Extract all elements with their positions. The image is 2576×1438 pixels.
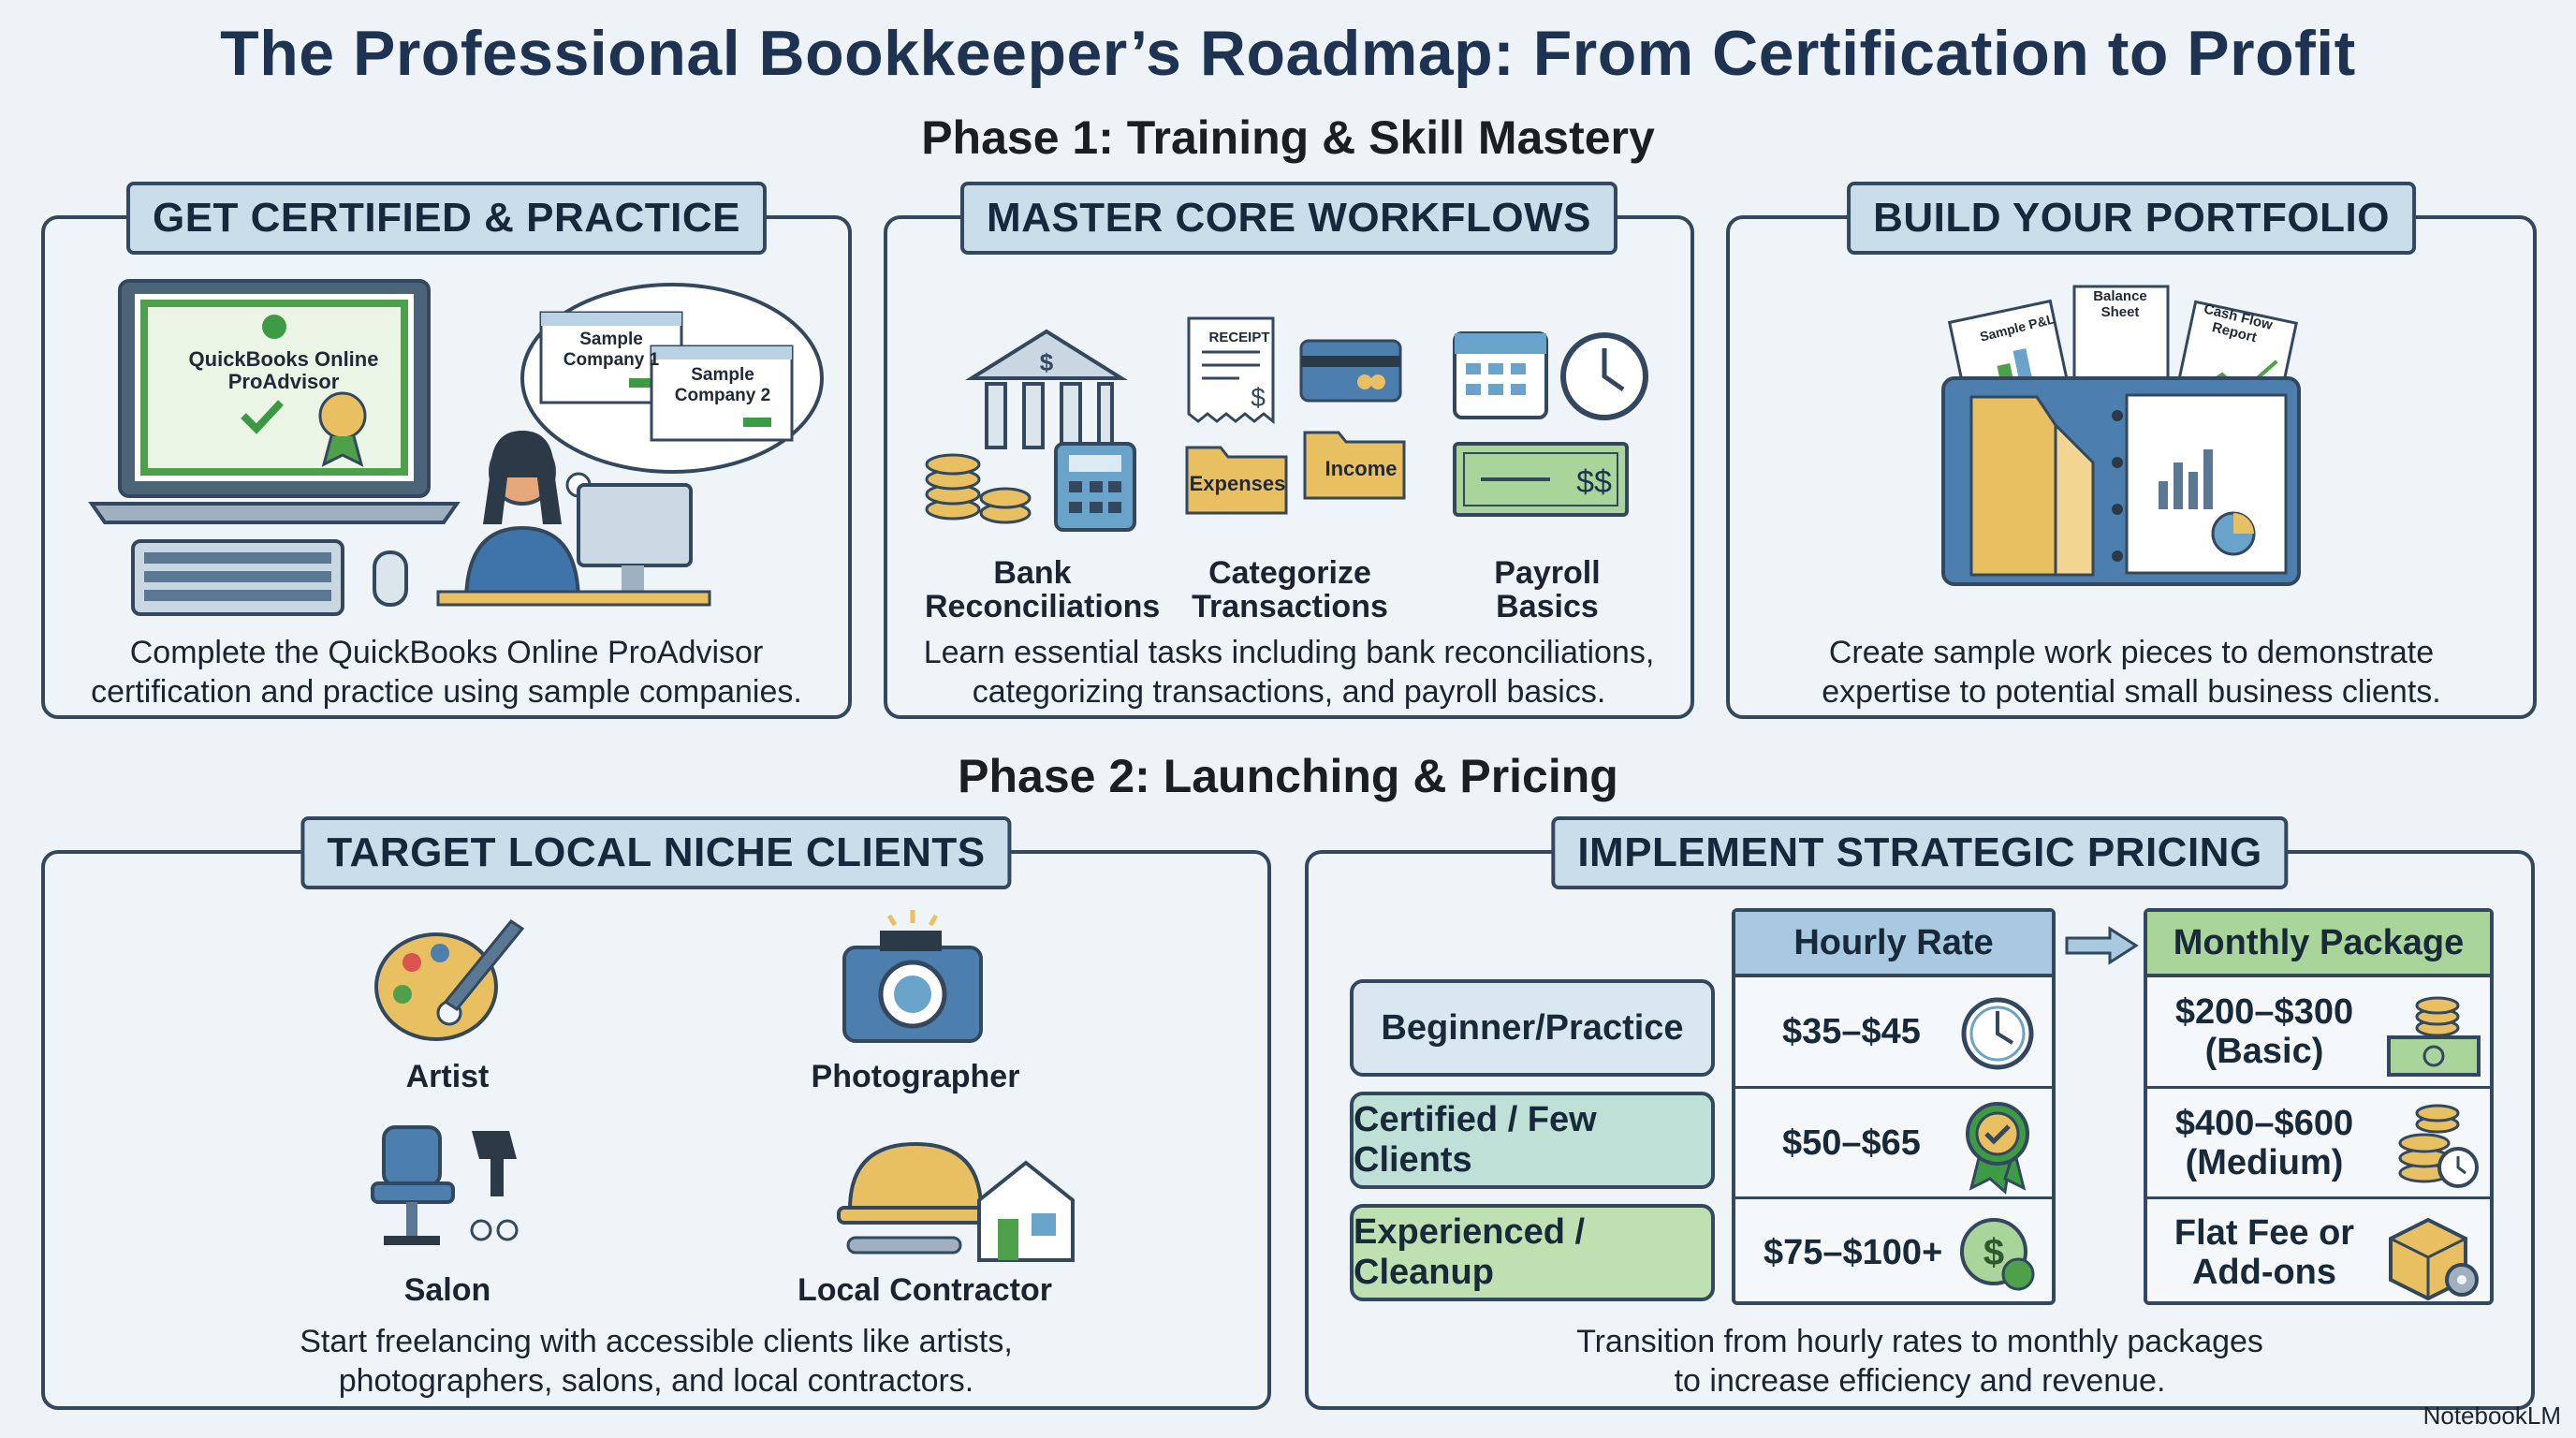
camera-icon [842, 910, 983, 1043]
monthly-addons: Add-ons [2191, 1252, 2337, 1292]
clock-icon [1961, 997, 2034, 1070]
panel-core-workflows: MASTER CORE WORKFLOWS $ $ RECEIPT Expens… [884, 182, 1694, 719]
svg-text:$: $ [1983, 1232, 2004, 1273]
hourly-rate-experienced: $75–$100+ [1764, 1232, 1943, 1272]
panel-header: TARGET LOCAL NICHE CLIENTS [300, 816, 1012, 889]
hourly-rate-certified: $50–$65 [1782, 1123, 1921, 1163]
folder-income-label: Income [1325, 457, 1398, 480]
laptop-icon [88, 279, 461, 524]
panel-description-line-1: Learn essential tasks including bank rec… [923, 635, 1655, 670]
salon-chair-icon [371, 1125, 519, 1245]
client-photographer: Photographer [811, 1059, 1020, 1094]
panel-header: MASTER CORE WORKFLOWS [959, 182, 1618, 255]
panel-description-line-2: to increase efficiency and revenue. [1674, 1363, 2166, 1399]
keyboard-icon [131, 539, 408, 616]
panel-description-line-2: categorizing transactions, and payroll b… [972, 674, 1606, 710]
sample-company-2: Sample Company 2 [674, 365, 771, 405]
svg-text:$: $ [1040, 348, 1054, 376]
proadvisor-certificate-text: QuickBooks Online ProAdvisor [188, 347, 379, 393]
coins-clock-icon [2398, 1104, 2479, 1188]
panel-description-line-1: Complete the QuickBooks Online ProAdviso… [129, 635, 764, 670]
doc-balance-sheet: Balance Sheet [2093, 288, 2147, 320]
client-local-contractor: Local Contractor [797, 1272, 1053, 1308]
sample-company-1: Sample Company 1 [563, 330, 660, 370]
certified-badge-icon [1966, 1102, 2029, 1195]
thought-bubble [520, 283, 824, 498]
panel-header: IMPLEMENT STRATEGIC PRICING [1551, 816, 2289, 889]
hourly-row: $35–$45 [1735, 977, 2052, 1086]
monthly-package-header: Monthly Package [2147, 912, 2490, 977]
phase-1-heading: Phase 1: Training & Skill Mastery [921, 111, 1655, 164]
tier-experienced: Experienced / Cleanup [1350, 1204, 1715, 1301]
client-artist: Artist [405, 1059, 490, 1094]
payroll-icon [1453, 331, 1648, 517]
panel-description-line-2: expertise to potential small business cl… [1822, 674, 2441, 710]
label-bank-reconciliations: Bank Reconciliations [925, 555, 1161, 624]
monthly-flat-fee: Flat Fee or [2174, 1212, 2355, 1253]
receipt-label: RECEIPT [1208, 330, 1270, 345]
cash-icon [2387, 996, 2481, 1077]
monthly-basic-price: $200–$300 [2174, 992, 2354, 1032]
monthly-row: Flat Fee or Add-ons [2147, 1196, 2490, 1305]
label-payroll-basics: Payroll Basics [1494, 555, 1601, 624]
panel-build-portfolio: BUILD YOUR PORTFOLIO Sample P&L Balance … [1726, 182, 2537, 719]
money-growth-icon: $ [1960, 1218, 2035, 1291]
arrow-right-icon [2065, 926, 2139, 965]
hourly-row: $75–$100+ $ [1735, 1196, 2052, 1305]
panel-description-line-1: Start freelancing with accessible client… [300, 1324, 1013, 1359]
monthly-medium-price: $400–$600 [2174, 1103, 2354, 1143]
hourly-rate-header: Hourly Rate [1735, 912, 2052, 977]
check-amount: $$ [1576, 464, 1612, 500]
palette-icon [374, 918, 525, 1041]
panel-header: BUILD YOUR PORTFOLIO [1847, 182, 2416, 255]
notebooklm-watermark: NotebookLM [2422, 1401, 2561, 1430]
bank-icon: $ [925, 329, 1136, 532]
monthly-package-column: Monthly Package $200–$300 (Basic) $400–$… [2144, 908, 2494, 1305]
monthly-medium-label: (Medium) [2185, 1142, 2344, 1182]
hourly-row: $50–$65 [1735, 1086, 2052, 1196]
tier-beginner: Beginner/Practice [1350, 979, 1715, 1077]
receipt-and-folders-icon: $ [1185, 316, 1406, 515]
folder-expenses-label: Expenses [1189, 472, 1286, 495]
person-at-computer-icon [436, 431, 711, 607]
monthly-row: $200–$300 (Basic) [2147, 977, 2490, 1086]
panel-description-line-1: Transition from hourly rates to monthly … [1576, 1324, 2263, 1359]
panel-description-line-1: Create sample work pieces to demonstrate [1828, 635, 2435, 670]
contractor-icon [837, 1141, 1075, 1262]
phase-2-heading: Phase 2: Launching & Pricing [958, 750, 1618, 802]
tier-certified: Certified / Few Clients [1350, 1092, 1715, 1189]
panel-header: GET CERTIFIED & PRACTICE [125, 182, 768, 255]
page-title: The Professional Bookkeeper’s Roadmap: F… [220, 18, 2356, 89]
monthly-row: $400–$600 (Medium) [2147, 1086, 2490, 1196]
panel-get-certified: GET CERTIFIED & PRACTICE QuickBooks Onli… [41, 182, 852, 719]
client-salon: Salon [403, 1272, 491, 1308]
hourly-rate-column: Hourly Rate $35–$45 $50–$65 $75–$100+ $ [1732, 908, 2056, 1305]
svg-text:$: $ [1251, 383, 1266, 412]
panel-target-clients: TARGET LOCAL NICHE CLIENTS Artist Photog… [41, 816, 1271, 1410]
hourly-rate-beginner: $35–$45 [1782, 1012, 1921, 1051]
portfolio-binder-icon [1941, 285, 2301, 586]
panel-description-line-2: photographers, salons, and local contrac… [338, 1363, 974, 1399]
box-gear-icon [2389, 1217, 2479, 1301]
panel-description-line-2: certification and practice using sample … [91, 674, 802, 710]
monthly-basic-label: (Basic) [2204, 1032, 2324, 1071]
label-categorize-transactions: Categorize Transactions [1192, 555, 1388, 624]
